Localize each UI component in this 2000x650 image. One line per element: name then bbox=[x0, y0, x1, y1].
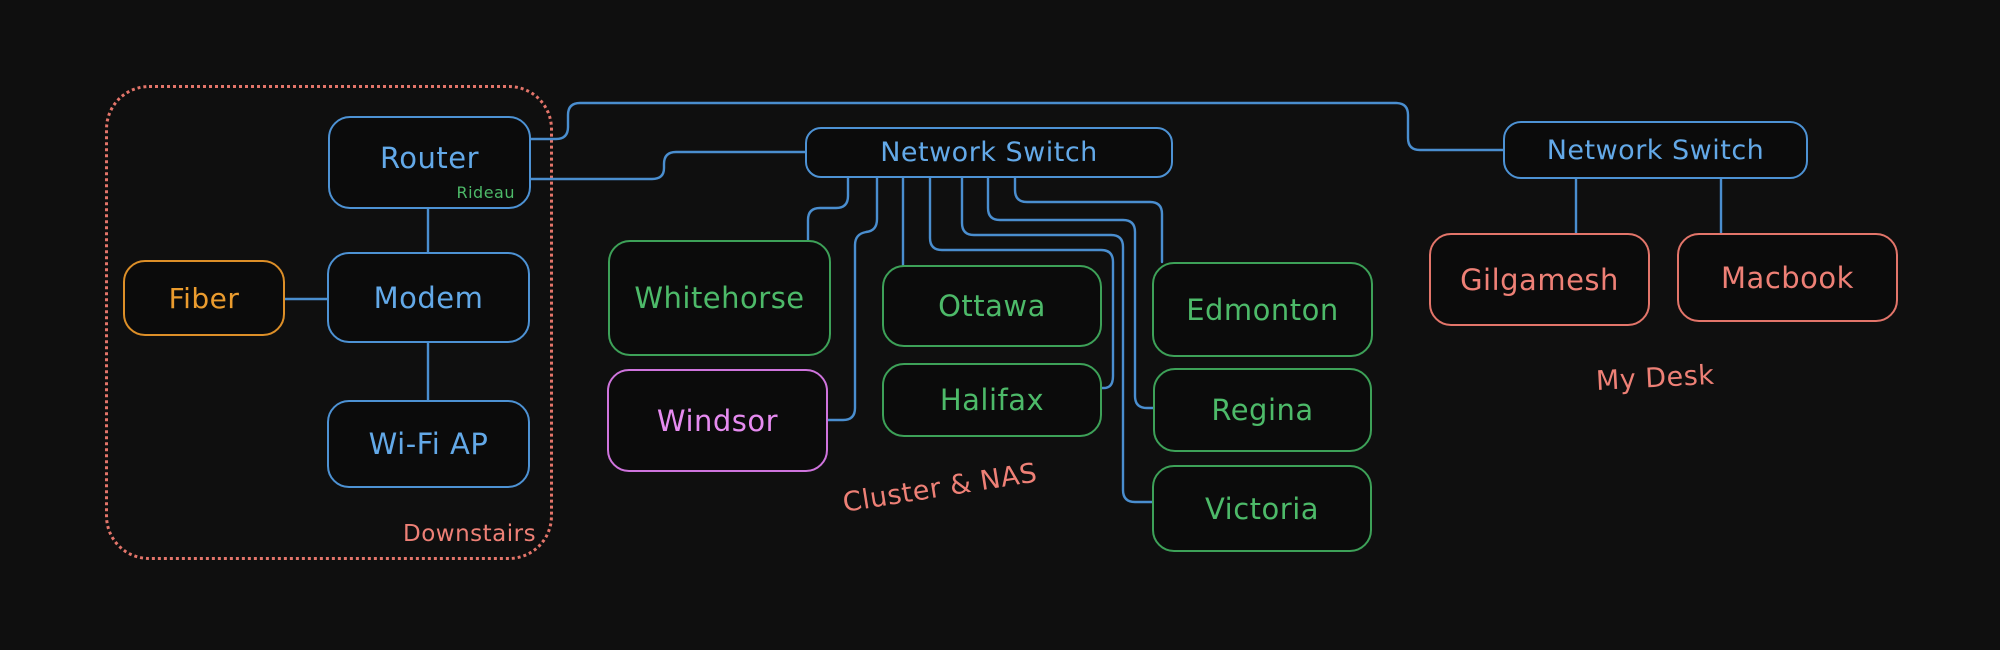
node-ottawa: Ottawa bbox=[882, 265, 1102, 347]
edge-router-switch-main bbox=[529, 150, 807, 181]
edge-switch-edmonton bbox=[1013, 176, 1164, 264]
node-network-switch-main: Network Switch bbox=[805, 127, 1173, 178]
router-label: Router bbox=[379, 140, 480, 175]
network-switch-desk-label: Network Switch bbox=[1546, 134, 1765, 166]
downstairs-group-outline bbox=[105, 85, 553, 560]
node-whitehorse: Whitehorse bbox=[608, 240, 831, 356]
node-regina: Regina bbox=[1153, 368, 1372, 452]
victoria-label: Victoria bbox=[1204, 491, 1320, 526]
edmonton-label: Edmonton bbox=[1186, 292, 1339, 327]
edge-switch-whitehorse bbox=[806, 176, 850, 242]
node-edmonton: Edmonton bbox=[1152, 262, 1373, 357]
node-network-switch-desk: Network Switch bbox=[1503, 121, 1808, 179]
node-victoria: Victoria bbox=[1152, 465, 1372, 552]
ottawa-label: Ottawa bbox=[938, 289, 1046, 323]
halifax-label: Halifax bbox=[939, 383, 1045, 417]
gilgamesh-label: Gilgamesh bbox=[1460, 262, 1619, 297]
edge-switch-regina bbox=[986, 176, 1155, 410]
wifi-ap-label: Wi-Fi AP bbox=[368, 427, 489, 461]
router-sublabel: Rideau bbox=[456, 183, 515, 202]
edge-switch-victoria bbox=[960, 176, 1154, 504]
node-wifi-ap: Wi-Fi AP bbox=[327, 400, 530, 488]
node-router: Router Rideau bbox=[328, 116, 531, 209]
edge-switch-halifax bbox=[928, 176, 1115, 390]
edge-switch-windsor bbox=[826, 176, 879, 422]
node-gilgamesh: Gilgamesh bbox=[1429, 233, 1650, 326]
windsor-label: Windsor bbox=[656, 403, 779, 438]
node-macbook: Macbook bbox=[1677, 233, 1898, 322]
node-modem: Modem bbox=[327, 252, 530, 343]
node-halifax: Halifax bbox=[882, 363, 1102, 437]
my-desk-label: My Desk bbox=[1595, 359, 1716, 397]
downstairs-label: Downstairs bbox=[403, 521, 537, 547]
modem-label: Modem bbox=[373, 280, 484, 315]
fiber-label: Fiber bbox=[168, 281, 240, 315]
node-fiber: Fiber bbox=[123, 260, 285, 336]
network-switch-main-label: Network Switch bbox=[880, 137, 1098, 168]
regina-label: Regina bbox=[1211, 393, 1314, 427]
macbook-label: Macbook bbox=[1721, 260, 1854, 295]
edge-router-switch-desk bbox=[529, 101, 1505, 152]
node-windsor: Windsor bbox=[607, 369, 828, 472]
whitehorse-label: Whitehorse bbox=[634, 281, 805, 315]
